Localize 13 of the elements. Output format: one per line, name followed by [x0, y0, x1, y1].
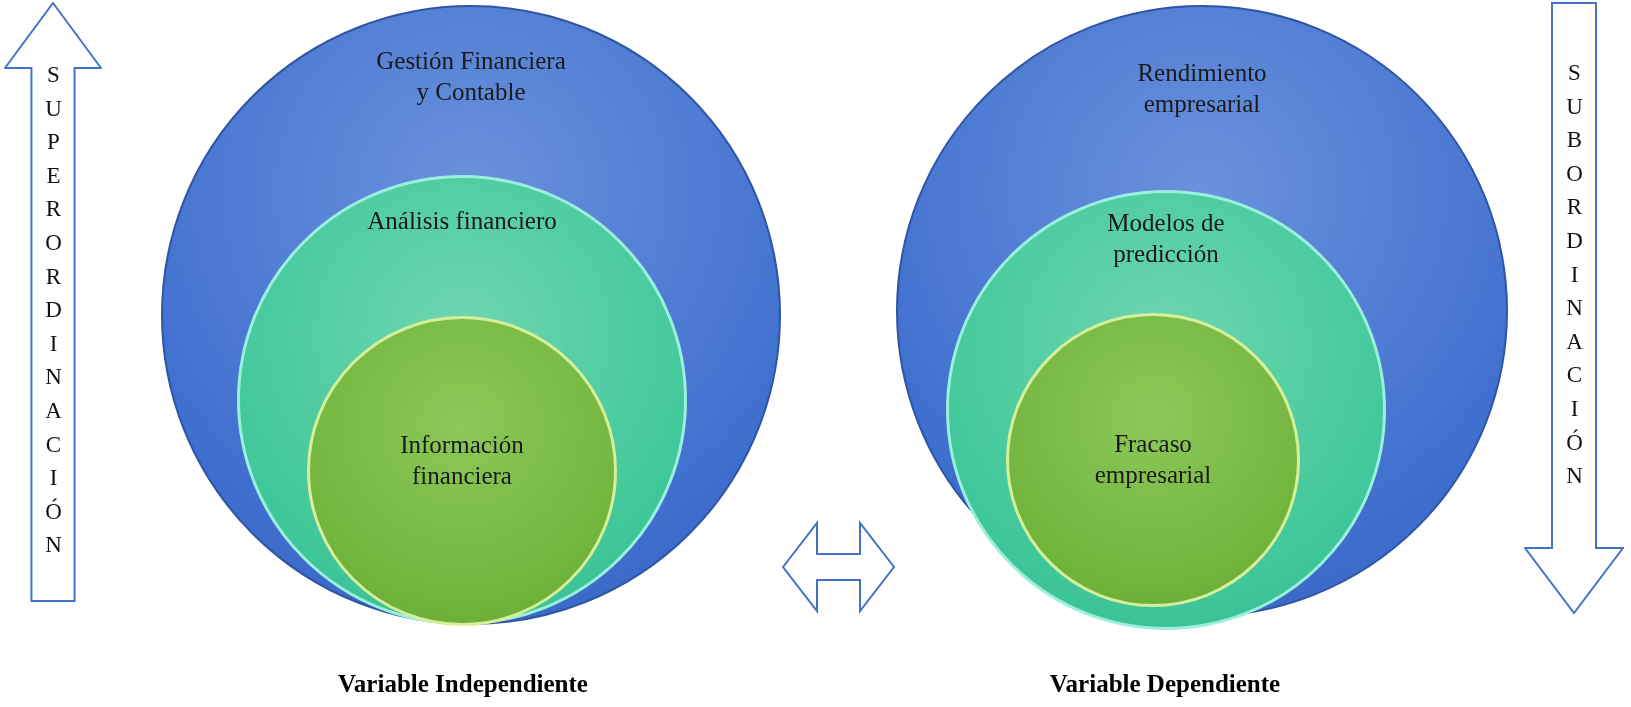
down-block-arrow: [1524, 2, 1624, 614]
variable-caption: Variable Independiente: [338, 670, 588, 698]
vertical-label: SUPERORDINACIÓN: [40, 62, 66, 566]
circle-label: Modelos de predicción: [1106, 208, 1226, 269]
circle-label: Información financiera: [399, 430, 525, 491]
circle-label: Rendimiento empresarial: [1136, 58, 1268, 119]
variable-caption: Variable Dependiente: [1049, 670, 1281, 698]
circle-label: Gestión Financiera y Contable: [375, 46, 567, 107]
double-arrow: [781, 520, 896, 614]
up-block-arrow: [4, 2, 102, 602]
circle-label: Fracaso empresarial: [1093, 429, 1213, 490]
vertical-label: SUBORDINACIÓN: [1561, 60, 1587, 497]
circle-label: Análisis financiero: [366, 206, 558, 236]
